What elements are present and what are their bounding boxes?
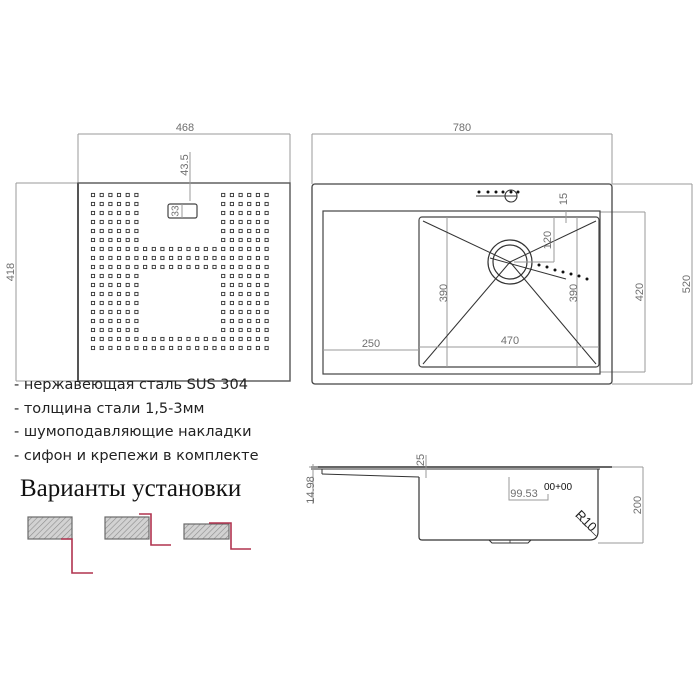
slot-size-label: 33 [171,205,182,217]
perforation-grid [90,192,269,351]
board-width-label: 468 [176,122,194,134]
board-top-view: 468 418 43.5 33 [5,122,291,382]
spec-item: - шумоподавляющие накладки [14,424,252,440]
spec-item: - сифон и крепежи в комплекте [14,447,259,464]
slope-label: 14.98 [305,476,317,504]
spec-item: - нержавеющая сталь SUS 304 [14,377,248,393]
rim-height-label: 25 [415,454,427,466]
install-variant-flush [104,513,171,546]
slot-offset-label: 43.5 [179,154,191,175]
sink-side-view: 25 14.98 99.53 00+00 R10 200 [305,454,644,544]
sink-top-view: 780 520 420 [311,122,693,385]
bowl-width-label: 470 [501,335,519,347]
install-title: Варианты установки [20,475,242,502]
sink-width-label: 780 [453,122,471,134]
bowl-height-label: 200 [632,496,644,514]
board-height-label: 418 [5,263,17,281]
faucet-dot-row [477,190,520,194]
spec-item: - толщина стали 1,5-3мм [14,400,205,417]
overflow-label: 99.53 [510,488,538,500]
install-variant-undermount [27,516,93,574]
drainboard-width-label: 250 [362,338,380,350]
install-variant-overmount [183,522,251,550]
bowl-left-depth-label: 390 [438,284,450,302]
rim-offset-label: 15 [558,193,570,205]
corner-radius-label: R10 [572,507,599,534]
spec-list: - нержавеющая сталь SUS 304 - толщина ст… [14,374,259,468]
overflow-symbol: 00+00 [544,482,573,493]
drain-offset-label: 120 [542,231,554,249]
bowl-right-depth-label: 390 [568,284,580,302]
sink-depth-label: 520 [681,275,693,293]
bowl-depth-outer-label: 420 [634,283,646,301]
drain-dot-ray [537,263,589,281]
